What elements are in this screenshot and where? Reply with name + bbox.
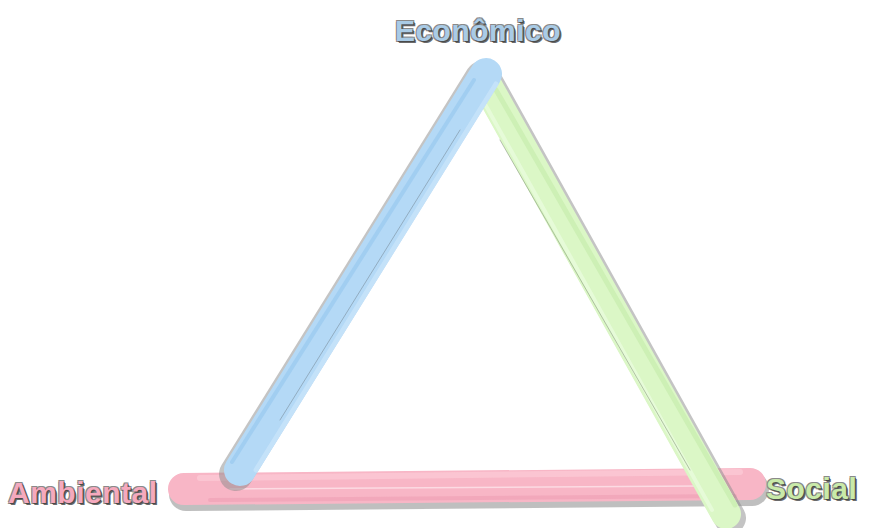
environmental-label: Ambiental <box>8 476 158 509</box>
economic-label: Econômico <box>395 14 561 47</box>
pink-brush-stroke <box>184 472 752 500</box>
blue-brush-stroke <box>232 74 496 474</box>
green-brush-stroke <box>476 80 735 518</box>
social-label: Social <box>766 472 857 505</box>
